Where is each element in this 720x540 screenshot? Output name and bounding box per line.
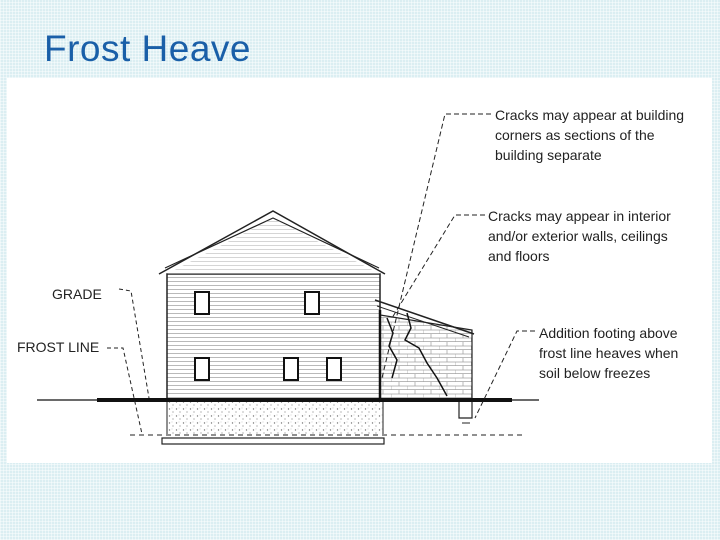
addition-footing [458, 402, 473, 419]
svg-text:building separate: building separate [495, 147, 602, 163]
callout-line: soil below freezes [539, 365, 650, 381]
svg-text:Cracks may appear at building: Cracks may appear at building [495, 107, 684, 123]
leader-line [391, 214, 485, 319]
callout-walls: Cracks may appear in interior and/or ext… [391, 208, 671, 319]
callout-line: corners as sections of the [495, 127, 655, 143]
callout-line: Addition footing above [539, 325, 678, 341]
callout-line: building separate [495, 147, 602, 163]
callout-line: and/or exterior walls, ceilings [488, 228, 668, 244]
callout-line: Cracks may appear at building [495, 107, 684, 123]
svg-text:and floors: and floors [488, 248, 549, 264]
left-leaders [107, 288, 150, 435]
svg-text:soil below freezes: soil below freezes [539, 365, 650, 381]
window [194, 291, 210, 315]
leader-line [381, 113, 491, 379]
callout-line: frost line heaves when [539, 345, 678, 361]
callout-addition: Addition footing above frost line heaves… [474, 325, 678, 419]
svg-text:Addition footing above: Addition footing above [539, 325, 678, 341]
addition-roof [374, 299, 475, 335]
callout-line: Cracks may appear in interior [488, 208, 671, 224]
gravel-fill [167, 402, 383, 434]
window [283, 357, 299, 381]
ground [37, 398, 539, 445]
diagram-canvas: GRADE FROST LINE Cracks may appear at bu… [17, 107, 684, 445]
window [194, 357, 210, 381]
leader-line [474, 330, 535, 419]
svg-text:frost line heaves when: frost line heaves when [539, 345, 678, 361]
main-house [158, 210, 386, 401]
main-footing [161, 437, 385, 445]
grade-slab [97, 398, 512, 402]
svg-text:Cracks may appear in interior: Cracks may appear in interior [488, 208, 671, 224]
wall-crack [404, 312, 448, 397]
callout-corners: Cracks may appear at building corners as… [381, 107, 684, 379]
window [304, 291, 320, 315]
svg-text:corners as sections of the: corners as sections of the [495, 127, 655, 143]
callout-line: and floors [488, 248, 549, 264]
wall-crack [386, 317, 398, 379]
frost-heave-diagram: GRADE FROST LINE Cracks may appear at bu… [7, 78, 712, 463]
window [326, 357, 342, 381]
addition [374, 299, 475, 401]
frost-line-label: FROST LINE [17, 339, 99, 355]
grade-label: GRADE [52, 286, 102, 302]
slide-title: Frost Heave [44, 28, 252, 69]
svg-text:and/or exterior walls, ceiling: and/or exterior walls, ceilings [488, 228, 668, 244]
